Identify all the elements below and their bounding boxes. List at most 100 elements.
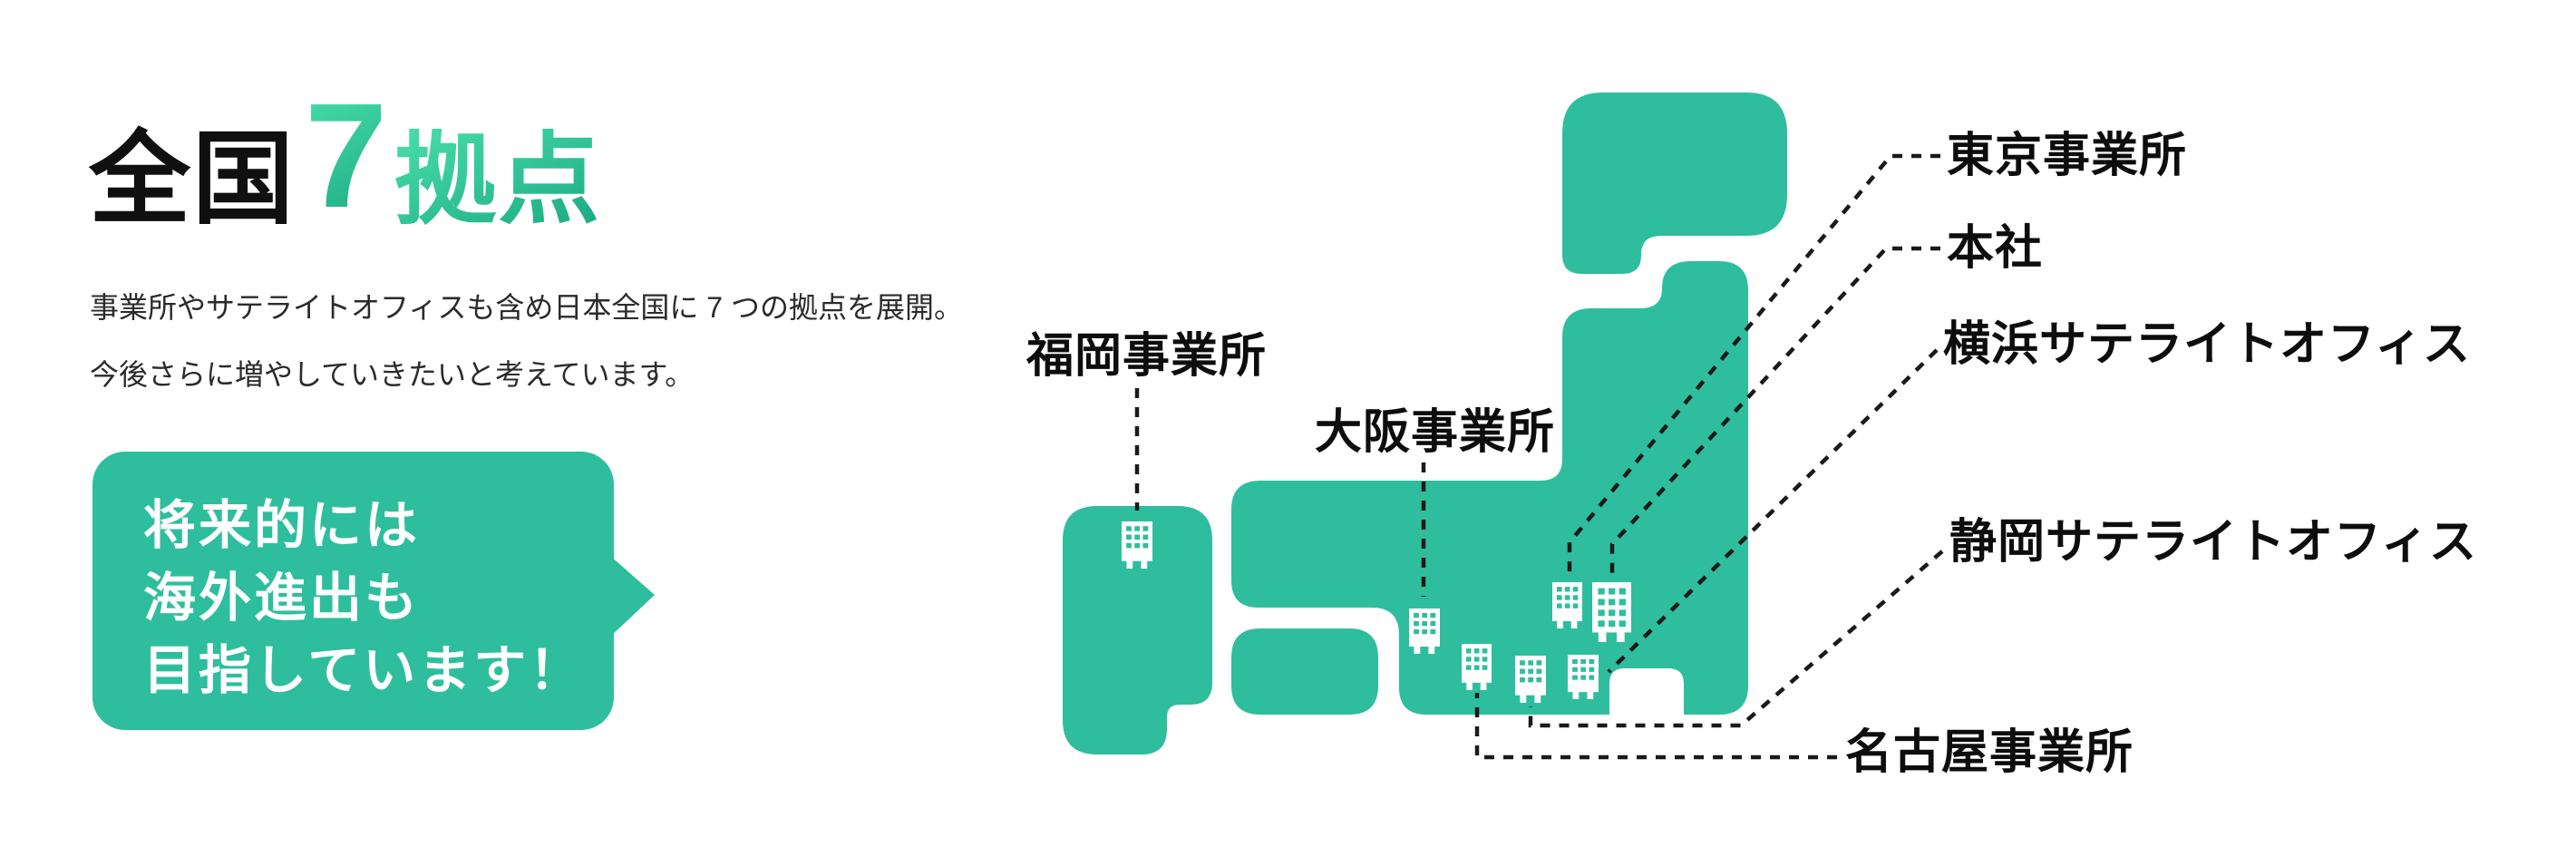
building-window [1598, 588, 1605, 595]
building-leg-left [1598, 628, 1607, 642]
building-leg-right [1587, 689, 1594, 699]
location-label-shizuoka: 静岡サテライトオフィス [1949, 516, 2477, 569]
building-icon-headquarters [1592, 582, 1631, 642]
building-icon-yokohama [1568, 655, 1599, 699]
page-title: 全国 7 拠点 [89, 80, 601, 230]
building-leg-left [1414, 644, 1421, 654]
location-label-yokohama: 横浜サテライトオフィス [1943, 318, 2471, 371]
location-label-headquarters: 本社 [1947, 222, 2044, 275]
building-window [1572, 658, 1578, 665]
building-window [1564, 587, 1570, 592]
building-window [1414, 621, 1419, 627]
building-window [1430, 613, 1436, 618]
building-leg-right [1534, 692, 1541, 703]
building-window [1598, 620, 1605, 628]
building-leg-left [1557, 618, 1563, 628]
bubble-line-3: 目指しています！ [143, 641, 585, 700]
bubble-line-2: 海外進出も [143, 569, 421, 628]
building-window [1556, 603, 1562, 608]
building-window [1422, 613, 1428, 618]
building-leg-right [1141, 558, 1148, 569]
building-window [1142, 542, 1149, 549]
building-leg-left [1520, 692, 1527, 703]
building-window [1482, 648, 1488, 654]
building-leg-right [1570, 618, 1578, 628]
building-window [1528, 668, 1534, 675]
building-window [1465, 657, 1472, 662]
building-window [1598, 609, 1605, 617]
building-window [1134, 526, 1141, 531]
building-window [1589, 675, 1595, 680]
location-label-tokyo: 東京事業所 [1947, 130, 2188, 182]
building-window [1126, 534, 1132, 540]
building-window [1589, 667, 1595, 672]
speech-bubble-tail [609, 555, 655, 638]
building-window [1126, 526, 1132, 531]
building-window [1134, 534, 1141, 540]
building-window [1609, 599, 1616, 606]
bubble-line-1: 将来的には [143, 496, 421, 555]
building-window [1142, 534, 1149, 540]
building-window [1536, 677, 1542, 683]
building-window [1536, 668, 1542, 675]
building-window [1422, 629, 1428, 635]
building-window [1619, 609, 1626, 617]
island-hokkaido [1562, 92, 1787, 274]
leader-line-yokohama [1607, 348, 1939, 674]
building-window [1126, 542, 1132, 549]
building-window [1564, 603, 1570, 608]
building-window [1142, 526, 1149, 531]
title-prefix: 全国 [89, 122, 296, 236]
building-icon-tokyo [1552, 582, 1582, 628]
building-window [1473, 665, 1480, 670]
building-window [1482, 657, 1488, 662]
building-window [1528, 660, 1534, 666]
building-window [1572, 603, 1579, 608]
building-window [1430, 621, 1436, 627]
building-window [1564, 595, 1570, 600]
leader-line-shizuoka [1528, 550, 1944, 728]
building-window [1520, 660, 1525, 666]
building-window [1414, 629, 1419, 635]
building-window [1482, 665, 1488, 670]
title-number-7: 7 [305, 73, 390, 239]
building-icon-osaka [1409, 608, 1440, 654]
building-icon-fukuoka [1122, 521, 1152, 569]
location-label-fukuoka: 福岡事業所 [1026, 330, 1268, 383]
island-shikoku [1231, 628, 1378, 715]
speech-bubble-text: 将来的には 海外進出も 目指しています！ [143, 490, 584, 707]
building-icon-shizuoka [1515, 656, 1546, 703]
description-line-2: 今後さらに増やしていきたいと考えています。 [90, 358, 695, 391]
building-window [1528, 677, 1534, 683]
building-window [1572, 675, 1578, 680]
description-text: 事業所やサテライトオフィスも含め日本全国に 7 つの拠点を展開。 今後さらに増や… [90, 274, 963, 408]
leader-line-nagoya [1474, 693, 1837, 760]
building-window [1589, 658, 1595, 665]
building-window [1422, 621, 1428, 627]
location-label-nagoya: 名古屋事業所 [1845, 726, 2134, 779]
building-window [1520, 677, 1525, 683]
building-leg-left [1466, 679, 1473, 690]
building-window [1572, 595, 1579, 600]
building-window [1572, 667, 1578, 672]
building-window [1572, 587, 1579, 592]
building-window [1134, 542, 1141, 549]
building-window [1556, 587, 1562, 592]
building-leg-left [1572, 689, 1580, 699]
building-window [1430, 629, 1436, 635]
building-window [1465, 648, 1472, 654]
building-leg-right [1428, 644, 1435, 654]
building-leg-left [1126, 558, 1133, 569]
leader-line-tokyo [1567, 153, 1940, 575]
building-window [1414, 613, 1419, 618]
building-window [1580, 658, 1587, 665]
building-window [1473, 648, 1480, 654]
title-suffix: 拠点 [394, 122, 602, 236]
building-window [1609, 609, 1616, 617]
building-window [1465, 665, 1472, 670]
building-window [1520, 668, 1525, 675]
speech-bubble: 将来的には 海外進出も 目指しています！ [92, 452, 614, 730]
building-window [1619, 620, 1626, 628]
